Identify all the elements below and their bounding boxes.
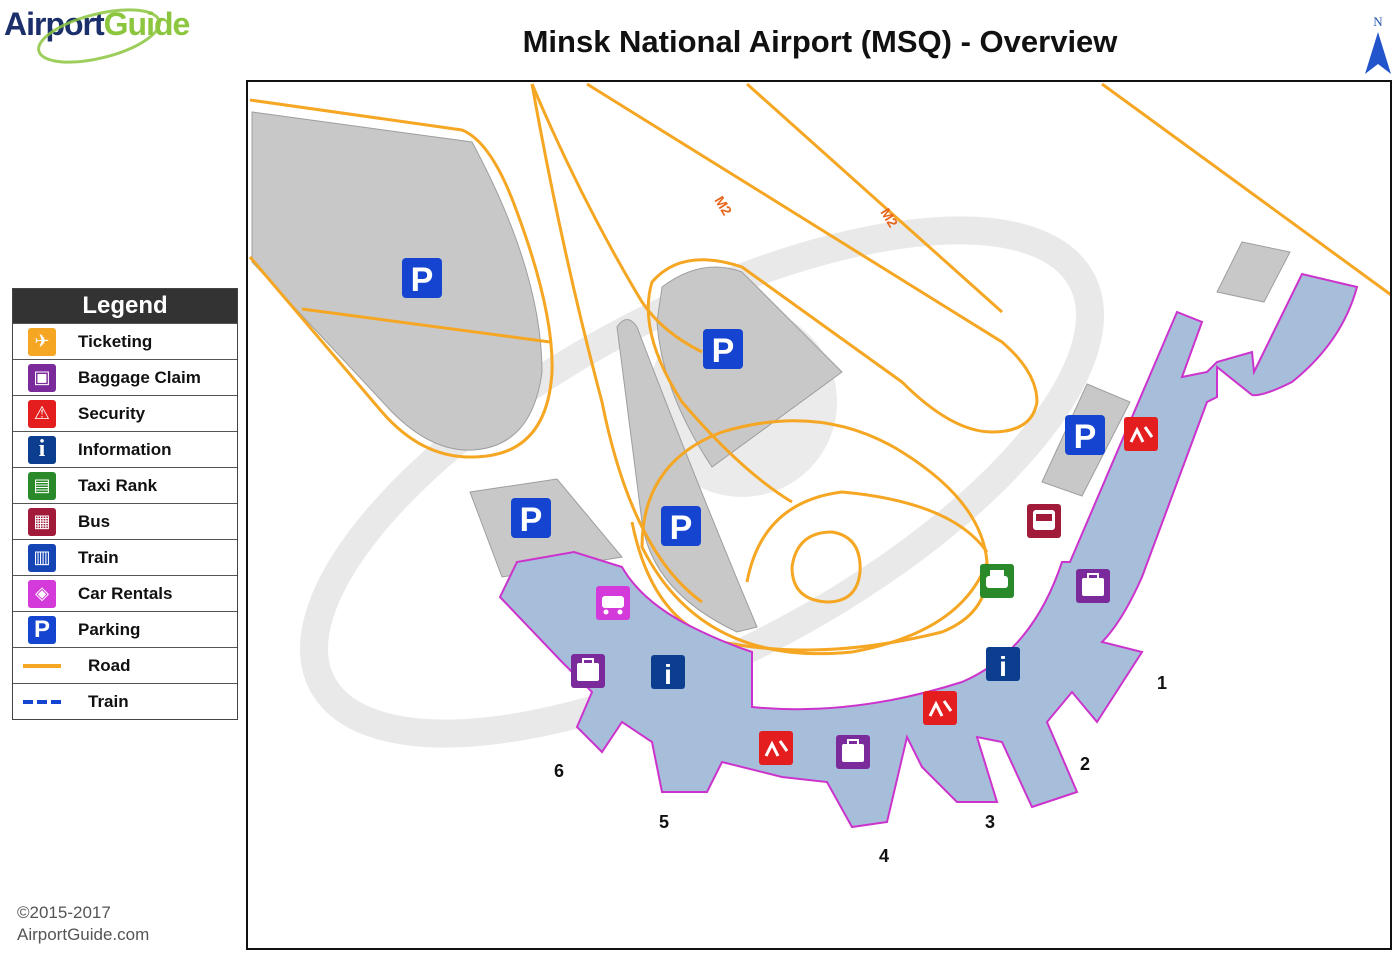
baggage-claim-icon-2 (836, 735, 870, 769)
security-icon-2 (923, 691, 957, 725)
gate-labels: 1 2 3 4 5 6 (554, 673, 1167, 866)
bus-icon: ▦ (28, 507, 56, 536)
svg-text:P: P (411, 261, 434, 299)
road-west-spur (301, 307, 551, 344)
road-front (630, 521, 989, 652)
legend-label: Train (78, 547, 119, 567)
svg-text:P: P (670, 509, 693, 547)
road-small-loop (790, 530, 862, 604)
parking-lot-center (656, 266, 843, 468)
svg-text:P: P (520, 501, 543, 539)
legend-heading: Legend (13, 289, 237, 323)
ticketing-icon: ✈ (28, 327, 56, 356)
legend-label: Information (78, 439, 172, 459)
parking-lot-northwest (251, 111, 543, 451)
baggage-claim-icon-3 (571, 654, 605, 688)
road-northeast (1101, 82, 1390, 296)
legend-item-baggage-claim: ▣ Baggage Claim (13, 359, 237, 395)
legend-label: Road (88, 655, 131, 675)
legend-label: Car Rentals (78, 583, 173, 603)
information-icon-1: i (986, 647, 1020, 682)
north-arrow-icon (1365, 32, 1391, 74)
road-approach-2 (530, 83, 703, 604)
north-arrow: N (1360, 14, 1396, 76)
car-rental-icon: ◈ (28, 579, 56, 608)
copyright-site: AirportGuide.com (17, 925, 150, 944)
north-label: N (1373, 14, 1383, 29)
parking-sign-2: P (703, 329, 743, 370)
road-m2-east (746, 82, 1003, 314)
parking-sign-1: P (402, 258, 442, 299)
security-icon-1 (1124, 417, 1158, 451)
legend-item-train: ▥ Train (13, 539, 237, 575)
legend-item-car-rentals: ◈ Car Rentals (13, 575, 237, 611)
map-canvas: M2 M2 P P P P P i i 1 2 3 4 5 6 (248, 82, 1390, 866)
parking-sign-3: P (511, 498, 551, 539)
legend-item-security: ⚠ Security (13, 395, 237, 431)
road-label-m2-west: M2 (711, 193, 735, 218)
svg-text:P: P (1074, 418, 1097, 456)
roads (248, 82, 1390, 656)
road-line-icon (23, 663, 61, 668)
gate-label-4: 4 (879, 846, 889, 866)
gate-label-2: 2 (1080, 754, 1090, 774)
gate-label-3: 3 (985, 812, 995, 832)
car-rental-icon-1 (596, 586, 630, 620)
information-icon-2: i (651, 655, 685, 690)
parking-lot-center-lower (616, 319, 758, 633)
parking-lots (251, 111, 1291, 633)
parking-icon: P (28, 615, 56, 644)
copyright-years: ©2015-2017 (17, 903, 111, 922)
baggage-claim-icon: ▣ (28, 363, 56, 392)
legend-label: Taxi Rank (78, 475, 158, 495)
logo-text-airport: Airport (4, 6, 105, 42)
airportguide-logo: AirportGuide (4, 2, 214, 70)
parking-signs: P P P P P (402, 258, 1105, 547)
page-title: Minsk National Airport (MSQ) - Overview (522, 24, 1118, 59)
parking-sign-4: P (661, 506, 701, 547)
security-icon: ⚠ (28, 399, 56, 428)
parking-sign-5: P (1065, 415, 1105, 456)
train-icon: ▥ (28, 543, 56, 572)
legend-label: Ticketing (78, 331, 153, 351)
security-icon-3 (759, 731, 793, 765)
legend-label: Baggage Claim (78, 367, 201, 387)
terminal-building (498, 272, 1359, 829)
baggage-claim-icon-1 (1076, 569, 1110, 603)
gate-label-1: 1 (1157, 673, 1167, 693)
legend-label: Train (88, 691, 129, 711)
legend-item-parking: P Parking (13, 611, 237, 647)
legend-label: Security (78, 403, 146, 423)
copyright: ©2015-2017 AirportGuide.com (17, 902, 149, 946)
airport-map: M2 M2 P P P P P i i 1 2 3 4 5 6 (246, 80, 1392, 950)
gate-label-6: 6 (554, 761, 564, 781)
legend: Legend ✈ Ticketing ▣ Baggage Claim ⚠ Sec… (12, 288, 238, 720)
legend-item-train-line: Train (13, 683, 237, 719)
legend-item-taxi-rank: ▤ Taxi Rank (13, 467, 237, 503)
train-line-icon (23, 699, 61, 704)
svg-text:i: i (999, 651, 1007, 682)
svg-text:P: P (712, 332, 735, 370)
information-icon: i (28, 435, 56, 464)
road-inner-loop-2 (745, 490, 989, 583)
svg-text:i: i (664, 659, 672, 690)
logo-swoosh-icon (37, 8, 161, 64)
legend-item-ticketing: ✈ Ticketing (13, 323, 237, 359)
legend-item-road: Road (13, 647, 237, 683)
taxi-icon-1 (980, 564, 1014, 598)
road-m2-west (586, 82, 1039, 504)
legend-item-information: i Information (13, 431, 237, 467)
gate-label-5: 5 (659, 812, 669, 832)
road-west-loop (248, 98, 554, 459)
road-approach-1 (530, 83, 703, 354)
legend-label: Parking (78, 619, 141, 639)
taxi-icon: ▤ (28, 471, 56, 500)
legend-label: Bus (78, 511, 111, 531)
legend-item-bus: ▦ Bus (13, 503, 237, 539)
bus-icon-1 (1027, 504, 1061, 538)
parking-lot-northeast (1216, 241, 1291, 303)
